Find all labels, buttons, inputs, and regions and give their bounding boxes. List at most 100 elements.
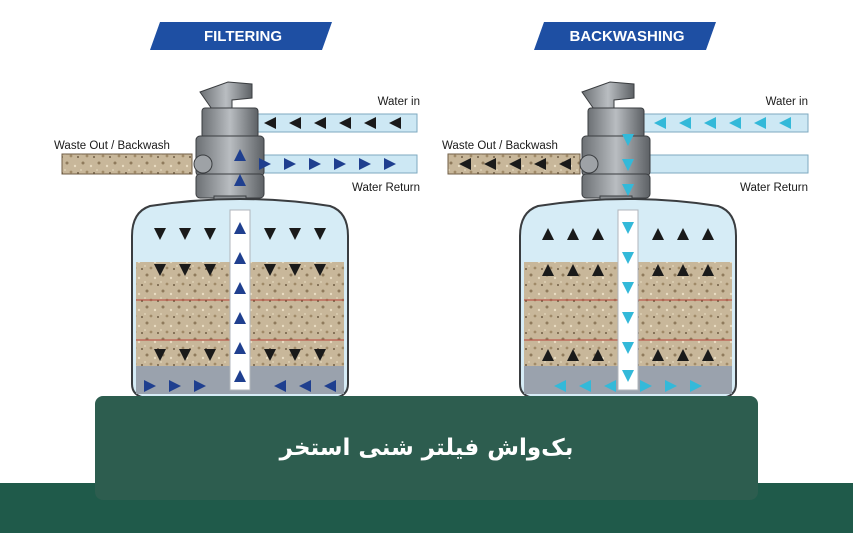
flow-arrow: [154, 228, 166, 240]
flow-arrow: [259, 158, 271, 170]
waste-out-label: Waste Out / Backwash: [442, 140, 558, 152]
flow-arrow: [622, 159, 634, 171]
flow-arrow: [702, 264, 714, 276]
flow-arrow: [542, 228, 554, 240]
waste-out-pipe: [61, 153, 193, 175]
flow-arrow: [264, 117, 276, 129]
water-in-label: Water in: [378, 96, 420, 108]
flow-arrow: [559, 158, 571, 170]
flow-arrow: [592, 264, 604, 276]
flow-arrow: [704, 117, 716, 129]
backwashing-flow-arrows: [459, 117, 791, 392]
water-return-label: Water Return: [352, 182, 420, 194]
flow-arrow: [702, 349, 714, 361]
flow-arrow: [144, 380, 156, 392]
flow-arrow: [389, 117, 401, 129]
backwashing-panel: BACKWASHING Water in Waste Out / Backwas…: [442, 22, 809, 399]
backwashing-title: BACKWASHING: [570, 28, 685, 45]
flow-arrow: [264, 228, 276, 240]
flow-arrow: [690, 380, 702, 392]
flow-arrow: [384, 158, 396, 170]
flow-arrow: [314, 264, 326, 276]
flow-arrow: [622, 282, 634, 294]
flow-arrow: [702, 228, 714, 240]
flow-arrow: [314, 117, 326, 129]
flow-arrow: [289, 349, 301, 361]
flow-arrow: [204, 264, 216, 276]
flow-arrow: [567, 264, 579, 276]
flow-arrow: [314, 349, 326, 361]
flow-arrow: [484, 158, 496, 170]
backwashing-banner: [534, 22, 716, 50]
flow-arrow: [677, 349, 689, 361]
flow-arrow: [554, 380, 566, 392]
flow-arrow: [654, 117, 666, 129]
flow-arrow: [264, 349, 276, 361]
flow-arrow: [154, 264, 166, 276]
flow-arrow: [264, 264, 276, 276]
multiport-valve: [193, 81, 265, 211]
flow-arrow: [289, 264, 301, 276]
flow-arrow: [534, 158, 546, 170]
flow-arrow: [542, 349, 554, 361]
flow-arrow: [234, 174, 246, 186]
flow-arrow: [509, 158, 521, 170]
waste-out-label: Waste Out / Backwash: [54, 140, 170, 152]
flow-arrow: [729, 117, 741, 129]
flow-arrow: [652, 264, 664, 276]
water-in-label: Water in: [766, 96, 808, 108]
flow-arrow: [194, 380, 206, 392]
flow-arrow: [679, 117, 691, 129]
flow-arrow: [169, 380, 181, 392]
flow-arrow: [299, 380, 311, 392]
flow-arrow: [779, 117, 791, 129]
flow-arrow: [459, 158, 471, 170]
flow-arrow: [677, 264, 689, 276]
flow-arrow: [234, 252, 246, 264]
flow-arrow: [314, 228, 326, 240]
flow-arrow: [622, 184, 634, 196]
flow-arrow: [289, 117, 301, 129]
flow-arrow: [364, 117, 376, 129]
flow-arrow: [579, 380, 591, 392]
flow-arrow: [324, 380, 336, 392]
flow-arrow: [359, 158, 371, 170]
caption-box: بک‌واش فیلتر شنی استخر: [95, 396, 758, 500]
flow-arrow: [234, 149, 246, 161]
flow-arrow: [234, 282, 246, 294]
multiport-valve: [579, 81, 651, 211]
filtering-flow-arrows: [144, 117, 401, 392]
flow-arrow: [284, 158, 296, 170]
flow-arrow: [592, 349, 604, 361]
flow-arrow: [640, 380, 652, 392]
flow-arrow: [567, 228, 579, 240]
flow-arrow: [179, 264, 191, 276]
flow-arrow: [234, 370, 246, 382]
flow-arrow: [652, 228, 664, 240]
flow-arrow: [622, 134, 634, 146]
flow-arrow: [309, 158, 321, 170]
flow-arrow: [154, 349, 166, 361]
filtering-panel: FILTERING Water in Waste Out / Backwash …: [54, 22, 420, 399]
flow-arrow: [274, 380, 286, 392]
flow-arrow: [234, 222, 246, 234]
flow-arrow: [289, 228, 301, 240]
flow-arrow: [622, 252, 634, 264]
flow-arrow: [622, 370, 634, 382]
flow-arrow: [204, 349, 216, 361]
flow-arrow: [622, 342, 634, 354]
caption-text: بک‌واش فیلتر شنی استخر: [279, 435, 574, 461]
flow-arrow: [334, 158, 346, 170]
flow-arrow: [234, 312, 246, 324]
flow-arrow: [604, 380, 616, 392]
flow-arrow: [677, 228, 689, 240]
flow-arrow: [754, 117, 766, 129]
filtering-banner: [150, 22, 332, 50]
flow-arrow: [179, 228, 191, 240]
flow-arrow: [652, 349, 664, 361]
flow-arrow: [179, 349, 191, 361]
flow-arrow: [592, 228, 604, 240]
flow-arrow: [665, 380, 677, 392]
flow-arrow: [542, 264, 554, 276]
